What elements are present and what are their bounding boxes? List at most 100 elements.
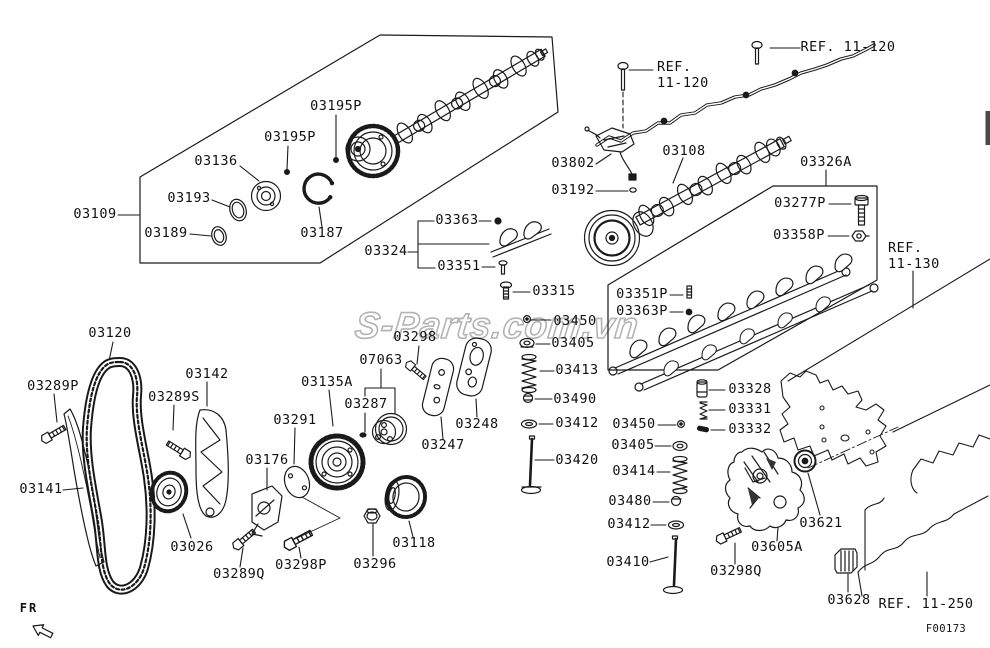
part-label-03621: 03621 bbox=[799, 515, 843, 532]
vvt-gear-03135A bbox=[308, 433, 366, 491]
part-label-03193: 03193 bbox=[167, 190, 211, 207]
fr-label: FR bbox=[19, 600, 39, 615]
part-label-03247: 03247 bbox=[421, 437, 465, 454]
part-label-03628: 03628 bbox=[827, 592, 871, 609]
part-label-03298P: 03298P bbox=[275, 557, 327, 574]
camshaft-washers bbox=[211, 157, 340, 246]
part-label-ref-11-130: REF. 11-130 bbox=[888, 240, 940, 272]
part-label-03136: 03136 bbox=[194, 153, 238, 170]
part-label-ref-11-250: REF. 11-250 bbox=[878, 596, 974, 613]
nut-03358P bbox=[851, 230, 870, 242]
rocker-arm-set-03324 bbox=[490, 217, 552, 275]
part-label-03026: 03026 bbox=[170, 539, 214, 556]
clip-03628 bbox=[834, 548, 858, 574]
part-label-03277P: 03277P bbox=[774, 195, 826, 212]
part-label-03187: 03187 bbox=[300, 225, 344, 242]
part-label-03363: 03363 bbox=[435, 212, 479, 229]
part-label-03296: 03296 bbox=[353, 556, 397, 573]
pin-03363P bbox=[685, 308, 693, 316]
part-label-03412-m: 03412 bbox=[607, 516, 651, 533]
part-label-ref-11-120-left: REF. 11-120 bbox=[657, 59, 709, 91]
part-label-03351: 03351 bbox=[437, 258, 481, 275]
edge-artifact bbox=[985, 111, 990, 145]
fr-arrow-icon bbox=[32, 624, 54, 639]
part-label-03332: 03332 bbox=[728, 421, 772, 438]
group-box-03326A bbox=[607, 185, 878, 371]
part-label-03142: 03142 bbox=[185, 366, 229, 383]
group-box-03109 bbox=[139, 34, 559, 264]
part-label-03328: 03328 bbox=[728, 381, 772, 398]
part-label-03141: 03141 bbox=[19, 481, 63, 498]
sensor-03802 bbox=[584, 126, 637, 181]
figure-code: F00173 bbox=[925, 622, 967, 635]
part-label-03414: 03414 bbox=[612, 463, 656, 480]
part-label-03298: 03298 bbox=[393, 329, 437, 346]
oil-pump-03605A bbox=[724, 447, 805, 532]
tensioner-03176 bbox=[251, 485, 283, 537]
gasket-03248 bbox=[456, 337, 492, 397]
part-label-03176: 03176 bbox=[245, 452, 289, 469]
part-label-03195P-1: 03195P bbox=[264, 129, 316, 146]
part-label-03248: 03248 bbox=[455, 416, 499, 433]
part-label-03358P: 03358P bbox=[773, 227, 825, 244]
exhaust-camshaft bbox=[583, 135, 792, 267]
lash-adjuster-parts bbox=[696, 379, 710, 433]
part-label-03109: 03109 bbox=[73, 206, 117, 223]
pin-03287 bbox=[359, 432, 367, 438]
part-label-03120: 03120 bbox=[88, 325, 132, 342]
pulley-07063 bbox=[371, 412, 408, 446]
gasket-03247 bbox=[421, 357, 455, 417]
oil-seal-03621 bbox=[793, 449, 817, 473]
part-label-03450-l: 03450 bbox=[553, 313, 597, 330]
part-label-03331: 03331 bbox=[728, 401, 772, 418]
stud-03351P bbox=[686, 285, 693, 299]
ref-bolt-top-left bbox=[617, 61, 629, 91]
part-label-03298Q: 03298Q bbox=[710, 563, 762, 580]
part-label-03413: 03413 bbox=[555, 362, 599, 379]
part-label-03289Q: 03289Q bbox=[213, 566, 265, 583]
part-label-03420: 03420 bbox=[555, 452, 599, 469]
part-label-03195P-2: 03195P bbox=[310, 98, 362, 115]
part-label-03289P: 03289P bbox=[27, 378, 79, 395]
part-label-03326A: 03326A bbox=[800, 154, 852, 171]
nut-03296 bbox=[363, 508, 381, 524]
part-label-03324: 03324 bbox=[364, 243, 408, 260]
chain-guide-03141 bbox=[63, 408, 105, 567]
part-label-ref-11-120-right: REF. 11-120 bbox=[800, 39, 896, 56]
part-label-03410: 03410 bbox=[606, 554, 650, 571]
bolt-03277P bbox=[854, 194, 869, 226]
engine-block bbox=[779, 258, 990, 597]
part-label-03108: 03108 bbox=[662, 143, 706, 160]
intake-camshaft bbox=[345, 48, 549, 179]
part-label-03405-l: 03405 bbox=[551, 335, 595, 352]
valve-parts-left bbox=[519, 315, 542, 495]
part-label-03289S: 03289S bbox=[148, 389, 200, 406]
part-label-03287: 03287 bbox=[344, 396, 388, 413]
rocker-shaft-assembly bbox=[608, 251, 879, 392]
part-label-03490: 03490 bbox=[553, 391, 597, 408]
part-label-03363P: 03363P bbox=[616, 303, 668, 320]
part-label-03405-m: 03405 bbox=[611, 437, 655, 454]
part-label-07063: 07063 bbox=[359, 352, 403, 369]
part-label-03802: 03802 bbox=[551, 155, 595, 172]
part-label-03291: 03291 bbox=[273, 412, 317, 429]
plate-03291 bbox=[283, 465, 311, 499]
part-label-03412-l: 03412 bbox=[555, 415, 599, 432]
sprocket-03026 bbox=[149, 470, 189, 514]
part-label-03189: 03189 bbox=[144, 225, 188, 242]
valve-parts-middle bbox=[662, 420, 688, 595]
part-label-03192: 03192 bbox=[551, 182, 595, 199]
part-label-03315: 03315 bbox=[532, 283, 576, 300]
bolt-03315 bbox=[499, 281, 513, 300]
chain-guide-03142 bbox=[195, 409, 229, 518]
fuel-pipe bbox=[595, 43, 876, 147]
part-label-03605A: 03605A bbox=[751, 539, 803, 556]
leader-lines bbox=[53, 47, 928, 597]
part-label-03480: 03480 bbox=[608, 493, 652, 510]
pin-03192 bbox=[629, 187, 637, 193]
gear-03118 bbox=[384, 475, 428, 519]
timing-chain bbox=[81, 357, 156, 595]
